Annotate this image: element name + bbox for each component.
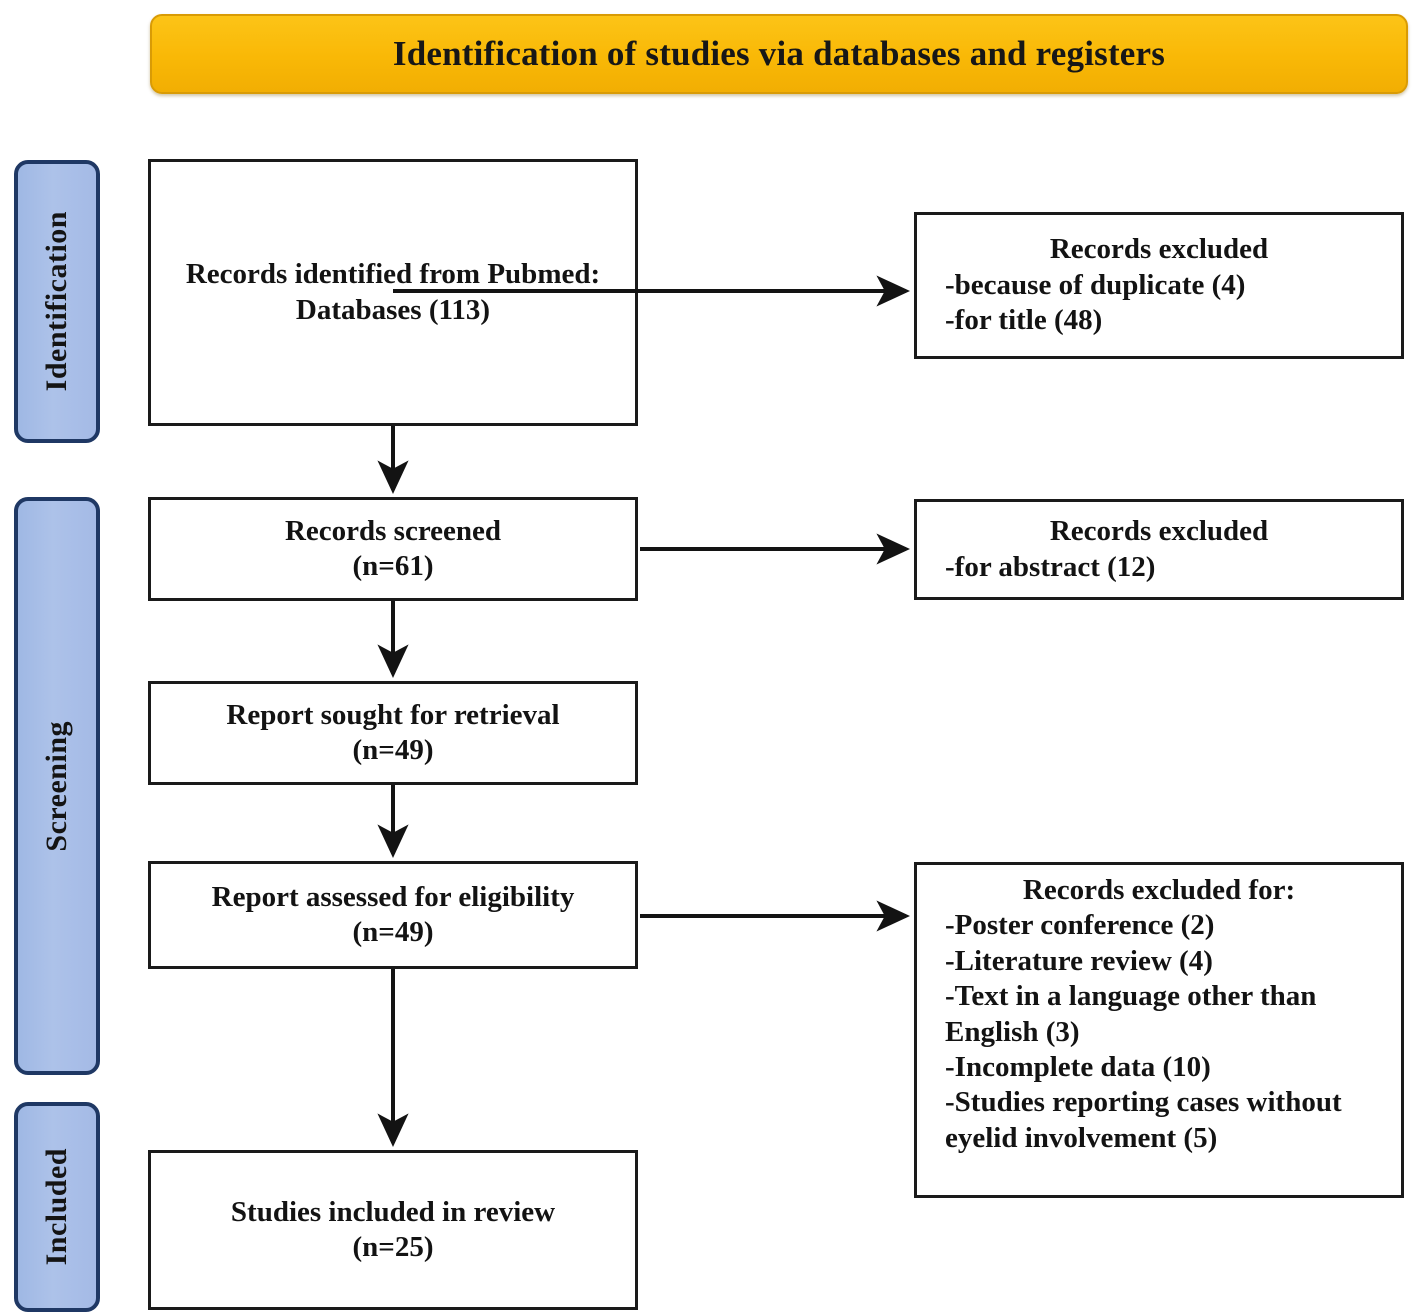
box-records-screened-line2: (n=61) (352, 550, 434, 582)
stage-label-screening-text: Screening (40, 720, 73, 852)
box-records-excluded-identification: Records excluded -because of duplicate (… (914, 212, 1404, 359)
stage-label-included: Included (14, 1102, 100, 1312)
box-records-identified-line1: Records identified from Pubmed: (185, 258, 601, 291)
box-records-identified-line2: Databases (113) (295, 293, 491, 326)
box-studies-included: Studies included in review (n=25) (148, 1150, 638, 1310)
box-records-excluded-screening: Records excluded -for abstract (12) (914, 499, 1404, 600)
box-records-excluded-screening-title: Records excluded (1049, 515, 1269, 548)
stage-label-included-text: Included (40, 1148, 73, 1266)
stage-label-identification-text: Identification (40, 211, 73, 392)
box-records-excluded-eligibility-item-2: -Text in a language other than (945, 980, 1317, 1013)
box-report-assessed-line1: Report assessed for eligibility (211, 880, 575, 913)
stage-label-screening: Screening (14, 497, 100, 1075)
box-records-excluded-identification-item-0: -because of duplicate (4) (945, 268, 1246, 301)
box-records-excluded-identification-title: Records excluded (1049, 233, 1269, 266)
box-studies-included-line2: (n=25) (352, 1231, 434, 1263)
box-records-identified: Records identified from Pubmed: Database… (148, 159, 638, 426)
box-records-screened: Records screened (n=61) (148, 497, 638, 601)
stage-label-identification: Identification (14, 160, 100, 443)
box-records-excluded-eligibility-item-1: -Literature review (4) (945, 944, 1213, 977)
box-report-sought-line2: (n=49) (352, 734, 434, 766)
box-records-excluded-eligibility-item-5: -Studies reporting cases without (945, 1086, 1342, 1119)
box-records-excluded-eligibility-title: Records excluded for: (1022, 874, 1296, 906)
box-records-excluded-eligibility-item-3: English (3) (945, 1015, 1080, 1048)
box-records-screened-line1: Records screened (284, 514, 502, 547)
diagram-header-banner: Identification of studies via databases … (150, 14, 1408, 94)
box-records-excluded-identification-item-1: -for title (48) (945, 304, 1103, 337)
page-title: Identification of studies via databases … (392, 34, 1166, 73)
box-report-sought: Report sought for retrieval (n=49) (148, 681, 638, 785)
box-report-assessed-line2: (n=49) (352, 916, 434, 948)
box-records-excluded-eligibility-item-4: -Incomplete data (10) (945, 1050, 1211, 1083)
box-records-excluded-screening-item-0: -for abstract (12) (945, 550, 1156, 583)
box-report-assessed: Report assessed for eligibility (n=49) (148, 861, 638, 969)
box-report-sought-line1: Report sought for retrieval (226, 698, 560, 731)
box-studies-included-line1: Studies included in review (230, 1195, 556, 1228)
box-records-excluded-eligibility-item-0: -Poster conference (2) (945, 909, 1215, 942)
box-records-excluded-eligibility-item-6: eyelid involvement (5) (945, 1121, 1218, 1154)
box-records-excluded-eligibility: Records excluded for: -Poster conference… (914, 862, 1404, 1198)
